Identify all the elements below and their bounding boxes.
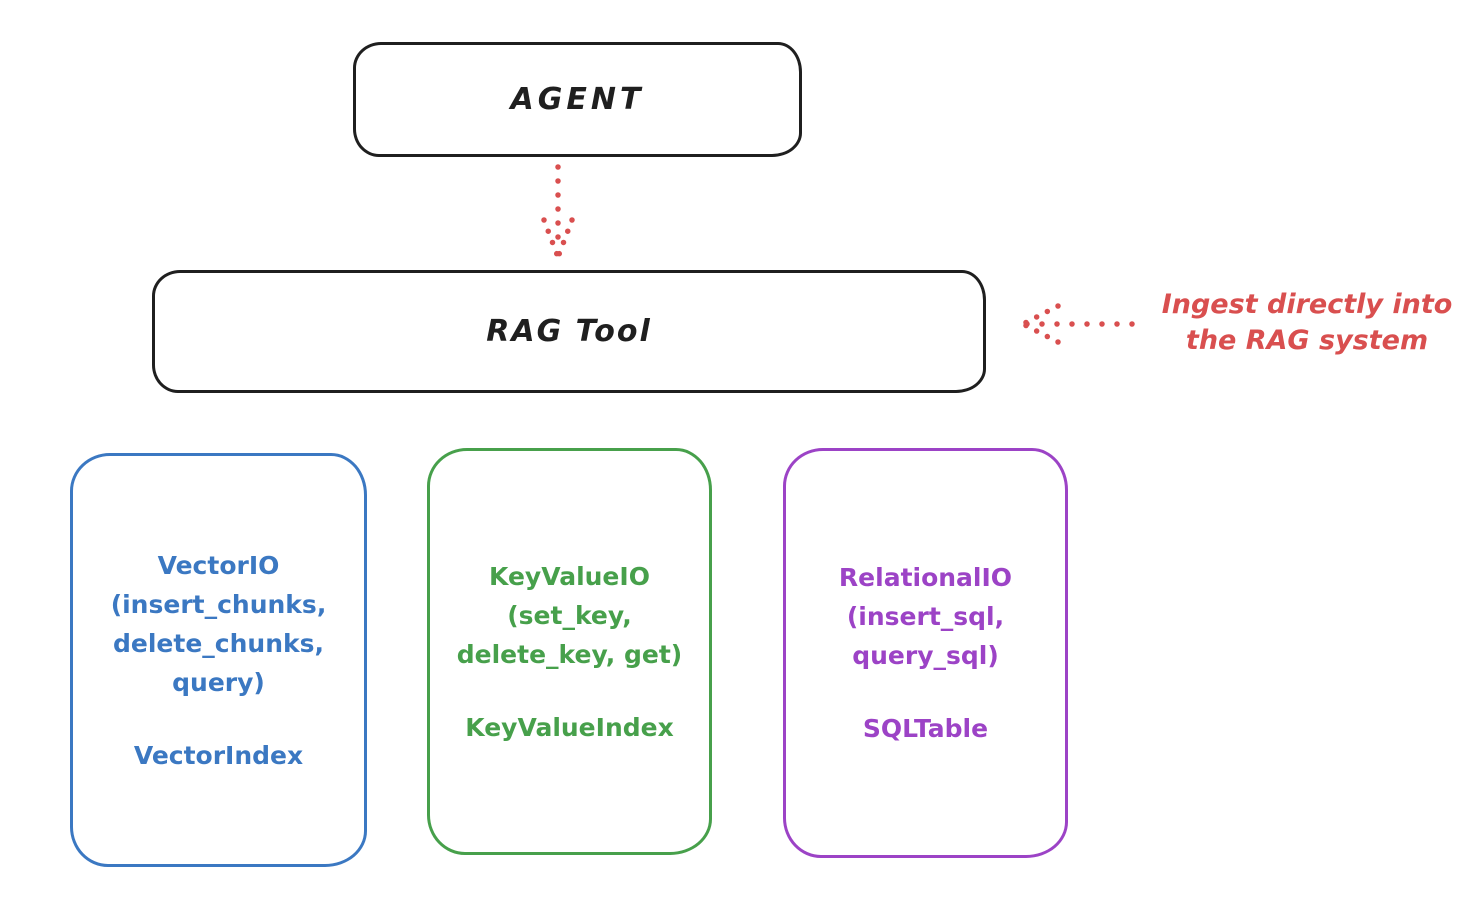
vector-io-box: VectorIO (insert_chunks, delete_chunks, … — [70, 453, 367, 867]
sql-table-label: SQLTable — [862, 714, 989, 743]
spacer — [786, 675, 1065, 709]
relational-io-line: (insert_sql, — [846, 602, 1005, 631]
keyvalue-io-title: KeyValueIO — [489, 561, 650, 591]
vector-io-line: query) — [172, 667, 265, 697]
relational-io-box: RelationalIO (insert_sql, query_sql) SQL… — [783, 448, 1068, 858]
vector-io-line: delete_chunks, — [113, 628, 324, 658]
keyvalue-io-box: KeyValueIO (set_key, delete_key, get) Ke… — [427, 448, 712, 855]
agent-box: AGENT — [353, 42, 802, 157]
relational-io-line: query_sql) — [852, 641, 999, 670]
vector-io-title: VectorIO — [157, 550, 280, 580]
agent-label: AGENT — [510, 82, 645, 117]
spacer — [73, 702, 364, 736]
vector-index-label: VectorIndex — [133, 740, 304, 770]
arrow-agent-to-rag-icon — [541, 164, 575, 260]
ingest-annotation-line2: the RAG system — [1185, 325, 1429, 356]
ingest-annotation: Ingest directly into the RAG system — [1140, 287, 1474, 359]
rag-tool-label: RAG Tool — [486, 314, 652, 349]
keyvalue-index-label: KeyValueIndex — [465, 712, 674, 742]
ingest-annotation-line1: Ingest directly into — [1161, 289, 1453, 320]
keyvalue-io-line: (set_key, — [507, 600, 632, 630]
relational-io-title: RelationalIO — [838, 563, 1013, 592]
rag-tool-box: RAG Tool — [152, 270, 986, 393]
keyvalue-io-line: delete_key, get) — [456, 639, 683, 669]
spacer — [430, 674, 709, 708]
vector-io-line: (insert_chunks, — [110, 589, 327, 619]
arrow-annotation-to-rag-icon — [1020, 303, 1135, 345]
